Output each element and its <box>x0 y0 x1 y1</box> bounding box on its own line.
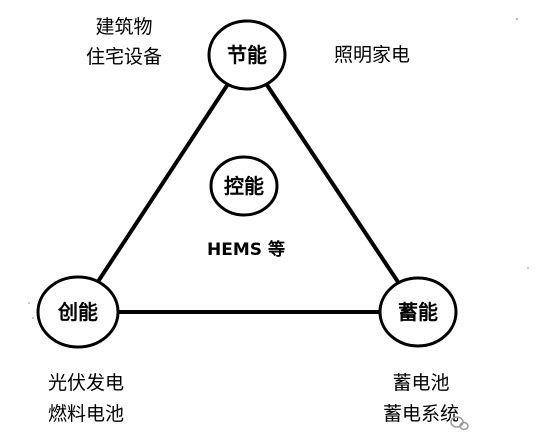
node-energy-creation-circle <box>36 275 120 349</box>
watermark-icon <box>450 416 469 431</box>
note-top-left-line-1: 建筑物 <box>95 16 152 38</box>
node-energy-storage: 蓄能 <box>378 276 458 348</box>
edge-top-to-left <box>76 53 249 314</box>
node-energy-storage-label: 蓄能 <box>398 300 438 324</box>
scan-speck <box>28 302 30 304</box>
node-energy-control-label: 控能 <box>224 174 264 198</box>
note-center-hems: HEMS 等 <box>207 239 285 260</box>
node-energy-creation: 创能 <box>36 275 120 349</box>
scan-speck <box>32 317 34 319</box>
scan-speck <box>515 17 519 21</box>
edge-top-to-right <box>245 53 420 314</box>
node-energy-saving: 节能 <box>207 19 287 91</box>
note-bottom-right-line-1: 蓄电池 <box>392 372 449 394</box>
node-energy-storage-circle <box>378 276 458 348</box>
note-bottom-left-line-1: 光伏发电 <box>48 372 124 394</box>
node-energy-saving-circle <box>207 19 287 91</box>
scan-speck <box>527 267 529 269</box>
note-bottom-right-line-2: 蓄电系统 <box>383 403 459 425</box>
note-bottom-left-line-2: 燃料电池 <box>48 403 124 425</box>
node-energy-control-circle <box>209 155 279 217</box>
node-energy-saving-label: 节能 <box>227 43 267 67</box>
note-top-right-line-1: 照明家电 <box>334 44 410 66</box>
note-top-left-line-2: 住宅设备 <box>86 46 162 68</box>
node-energy-creation-label: 创能 <box>57 300 98 324</box>
node-energy-control: 控能 <box>209 155 279 217</box>
